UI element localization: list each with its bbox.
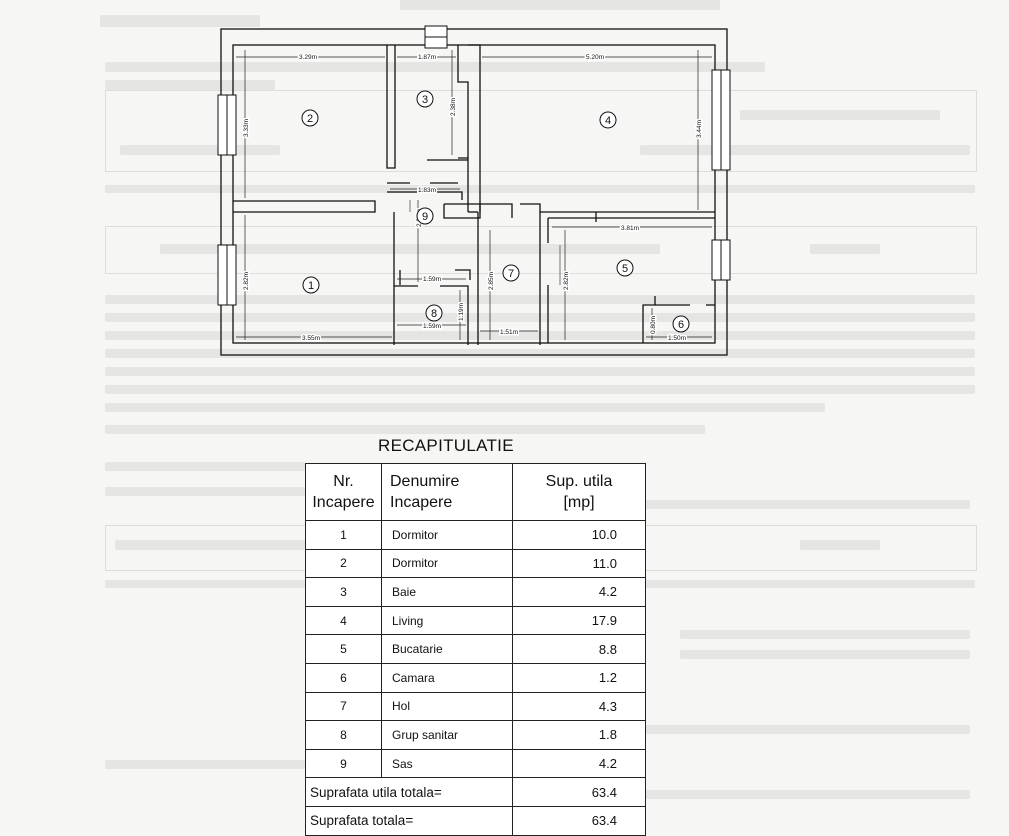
interior-walls <box>233 44 715 345</box>
row-nr: 6 <box>305 662 382 693</box>
total-value: 63.4 <box>512 805 646 836</box>
table-row: 3 Baie 4.2 <box>305 577 646 607</box>
row-nr: 3 <box>305 577 382 607</box>
dim-label: 1.50m <box>668 335 686 342</box>
dim-label: 1.51m <box>500 329 518 336</box>
row-name: Dormitor <box>381 548 513 579</box>
dim-label: 3.81m <box>621 225 639 232</box>
row-name: Dormitor <box>381 520 513 550</box>
outer-walls <box>220 28 728 356</box>
row-name: Grup sanitar <box>381 720 513 750</box>
row-area: 4.2 <box>512 748 646 779</box>
header-area: Sup. utila [mp] <box>512 463 646 521</box>
door-hints <box>409 200 561 285</box>
row-area: 1.8 <box>512 720 646 750</box>
floor-plan: 3.29m 1.87m 5.20m 3.33m 2.38m 3.44m 1.83… <box>210 20 740 365</box>
dimension-labels: 3.29m 1.87m 5.20m 3.33m 2.38m 3.44m 1.83… <box>242 53 705 344</box>
table-row: 9 Sas 4.2 <box>305 748 646 779</box>
total-useful-row: Suprafata utila totala= 63.4 <box>305 777 646 807</box>
dimension-lines <box>236 50 712 340</box>
row-name: Camara <box>381 662 513 693</box>
table-row: 4 Living 17.9 <box>305 605 646 636</box>
row-nr: 7 <box>305 691 382 722</box>
dim-label: 2.82m <box>243 272 250 290</box>
row-nr: 1 <box>305 520 382 550</box>
table-row: 8 Grup sanitar 1.8 <box>305 720 646 750</box>
row-nr: 9 <box>305 748 382 779</box>
row-name: Baie <box>381 577 513 607</box>
row-nr: 2 <box>305 548 382 579</box>
room-marker-5: 5 <box>622 263 628 275</box>
total-useful-label: Suprafata utila totala= <box>305 777 513 807</box>
room-marker-4: 4 <box>605 115 611 127</box>
recap-table: Nr. Incapere Denumire Incapere Sup. util… <box>305 463 646 836</box>
row-nr: 4 <box>305 605 382 636</box>
row-area: 11.0 <box>512 548 646 579</box>
dim-label: 3.29m <box>299 54 317 61</box>
dim-label: 3.55m <box>302 335 320 342</box>
room-marker-8: 8 <box>431 308 437 320</box>
windows <box>217 25 731 306</box>
header-nr: Nr. Incapere <box>305 463 382 521</box>
row-nr: 8 <box>305 720 382 750</box>
table-header-row: Nr. Incapere Denumire Incapere Sup. util… <box>305 463 646 521</box>
dim-label: 2.85m <box>488 272 495 290</box>
row-area: 4.3 <box>512 691 646 722</box>
row-nr: 5 <box>305 634 382 664</box>
dim-label: 1.59m <box>423 276 441 283</box>
row-name: Bucatarie <box>381 634 513 664</box>
row-area: 1.2 <box>512 662 646 693</box>
dim-label: 2.38m <box>450 98 457 116</box>
row-name: Living <box>381 605 513 636</box>
dim-label: 2.82m <box>563 272 570 290</box>
table-row: 1 Dormitor 10.0 <box>305 520 646 550</box>
room-marker-1: 1 <box>308 280 314 292</box>
total-useful-value: 63.4 <box>512 777 646 807</box>
row-area: 8.8 <box>512 634 646 664</box>
table-row: 7 Hol 4.3 <box>305 691 646 722</box>
row-name: Hol <box>381 691 513 722</box>
room-markers: 1 2 3 4 5 6 7 8 9 <box>301 90 690 333</box>
row-name: Sas <box>381 748 513 779</box>
recap-title: RECAPITULATIE <box>378 436 514 455</box>
room-marker-6: 6 <box>678 319 684 331</box>
total-row: Suprafata totala= 63.4 <box>305 805 646 836</box>
dim-label: 1.87m <box>418 54 436 61</box>
table-row: 5 Bucatarie 8.8 <box>305 634 646 664</box>
row-area: 10.0 <box>512 520 646 550</box>
dim-label: 1.83m <box>418 187 436 194</box>
room-marker-3: 3 <box>422 94 428 106</box>
row-area: 17.9 <box>512 605 646 636</box>
dim-label: 5.20m <box>586 54 604 61</box>
table-row: 2 Dormitor 11.0 <box>305 548 646 579</box>
total-label: Suprafata totala= <box>305 805 513 836</box>
dim-label: 1.19m <box>458 303 465 321</box>
dim-label: 1.59m <box>423 323 441 330</box>
dim-label: 3.33m <box>243 119 250 137</box>
table-row: 6 Camara 1.2 <box>305 662 646 693</box>
dim-label: 3.44m <box>696 120 703 138</box>
dim-label: 0.80m <box>650 316 657 334</box>
room-marker-2: 2 <box>307 113 313 125</box>
room-marker-9: 9 <box>422 211 428 223</box>
header-name: Denumire Incapere <box>381 463 513 521</box>
row-area: 4.2 <box>512 577 646 607</box>
room-marker-7: 7 <box>508 268 514 280</box>
